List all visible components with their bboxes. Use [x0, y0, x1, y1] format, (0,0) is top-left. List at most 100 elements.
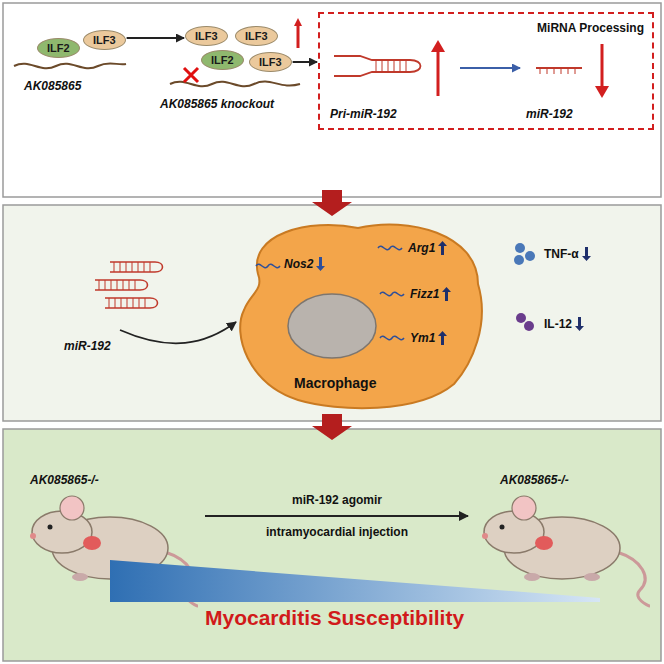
down-arrow — [316, 257, 325, 271]
flow-arrow — [293, 61, 317, 63]
protein-ellipse: ILF3 — [185, 26, 228, 46]
shape-circle — [514, 255, 524, 265]
shape-path — [595, 86, 609, 98]
protein-name: ILF3 — [259, 56, 282, 68]
hairpin-tick — [150, 262, 151, 272]
hairpin-tick — [144, 262, 145, 272]
mirna-label-group: Pri-miR-192 — [330, 104, 397, 122]
shape-path — [105, 298, 158, 308]
shape-path — [431, 40, 445, 52]
shape-path — [110, 262, 163, 272]
hairpin-tick — [138, 262, 139, 272]
treatment-label: intramyocardial injection — [266, 525, 408, 539]
mirna-label: Pri-miR-192 — [330, 107, 397, 121]
up-arrow — [297, 22, 300, 48]
panel — [3, 205, 661, 421]
protein-ellipse: ILF3 — [249, 52, 292, 72]
cell-name-group: Macrophage — [294, 374, 376, 392]
shape-line — [406, 60, 407, 72]
gene-label-group: Nos2 — [284, 254, 325, 272]
hairpin-tick — [115, 298, 116, 308]
protein-name: ILF2 — [211, 54, 234, 66]
hairpin-tick — [145, 298, 146, 308]
shape-line — [554, 68, 555, 74]
shape-circle — [515, 243, 525, 253]
processing-box: MiRNA ProcessingPri-miR-192miR-192 — [318, 12, 654, 130]
gene-label-group: Arg1 — [408, 238, 447, 256]
tnf-dots — [514, 243, 535, 265]
shape-line — [460, 67, 520, 69]
cell-name: Macrophage — [294, 375, 376, 391]
il12-dots — [516, 313, 534, 331]
up-arrow — [438, 241, 447, 255]
shape-path — [442, 287, 451, 301]
cytokine-label-group: TNF-α — [544, 244, 591, 262]
hairpin-tick — [109, 298, 110, 308]
shape-path — [380, 292, 404, 295]
panel — [3, 429, 661, 661]
shape-line — [400, 60, 401, 72]
box-title: MiRNA Processing — [537, 21, 644, 35]
flow-arrow — [312, 414, 352, 440]
shape-g — [256, 246, 404, 339]
uptake-arrow — [120, 322, 236, 343]
hairpin-tick — [133, 298, 134, 308]
shape-line — [540, 68, 541, 74]
shape-path — [380, 336, 404, 339]
shape-path — [438, 241, 447, 255]
cytokine-label: TNF-α — [544, 247, 579, 261]
genotype-label-group: AK085865-/- — [500, 470, 569, 488]
gene-label: AK085865 knockout — [160, 97, 274, 111]
outcome-label: Myocarditis Susceptibility — [205, 606, 464, 629]
hairpin-tick — [114, 262, 115, 272]
protein-ellipse: ILF3 — [83, 30, 126, 50]
gene-label-group: AK085865 — [24, 76, 81, 94]
shape-circle — [516, 313, 526, 323]
shape-path — [240, 224, 482, 408]
mirna-label-group: miR-192 — [64, 336, 111, 354]
gene-label-group: AK085865 knockout — [160, 94, 274, 112]
flow-arrow — [127, 37, 184, 39]
down-arrow — [575, 317, 584, 331]
box-title-group: MiRNA Processing — [537, 18, 644, 36]
shape-path — [316, 257, 325, 271]
shape-line — [388, 60, 389, 72]
mirna-hairpins — [95, 262, 163, 308]
hairpin-tick — [139, 298, 140, 308]
shape-path — [256, 264, 280, 267]
protein-name: ILF3 — [93, 34, 116, 46]
shape-line — [394, 60, 395, 72]
hairpin-tick — [111, 280, 112, 290]
hairpin-tick — [99, 280, 100, 290]
hairpin-tick — [121, 298, 122, 308]
shape-path — [438, 331, 447, 345]
protein-name: ILF2 — [47, 42, 70, 54]
down-arrow — [582, 247, 591, 261]
shape-line — [561, 68, 562, 74]
hairpin-tick — [127, 298, 128, 308]
gene-label-group: Fizz1 — [410, 284, 451, 302]
shape-circle — [525, 251, 535, 261]
protein-name: ILF3 — [195, 30, 218, 42]
treatment-label-group: miR-192 agomir — [187, 490, 487, 508]
macrophage-cell: Nos2 Arg1Fizz1Ym1Macrophage — [228, 214, 490, 414]
shape-line — [382, 60, 383, 72]
protein-ellipse: ILF2 — [37, 38, 80, 58]
cytokine-label-group: IL-12 — [544, 314, 584, 332]
shape-line — [376, 60, 377, 72]
shape-ellipse — [288, 294, 376, 358]
treatment-label-group: intramyocardial injection — [187, 522, 487, 540]
rna-strand — [14, 63, 126, 68]
knockout-cross — [184, 68, 198, 82]
flow-arrow — [312, 190, 352, 216]
treatment-arrow — [205, 515, 468, 517]
shape-use — [482, 496, 650, 606]
hairpin-tick — [105, 280, 106, 290]
susceptibility-wedge — [110, 560, 600, 602]
protein-ellipse: ILF3 — [235, 26, 278, 46]
hairpin-tick — [123, 280, 124, 290]
shape-line — [575, 68, 576, 74]
genotype-label: AK085865-/- — [30, 473, 99, 487]
gene-label-group: Ym1 — [410, 328, 447, 346]
